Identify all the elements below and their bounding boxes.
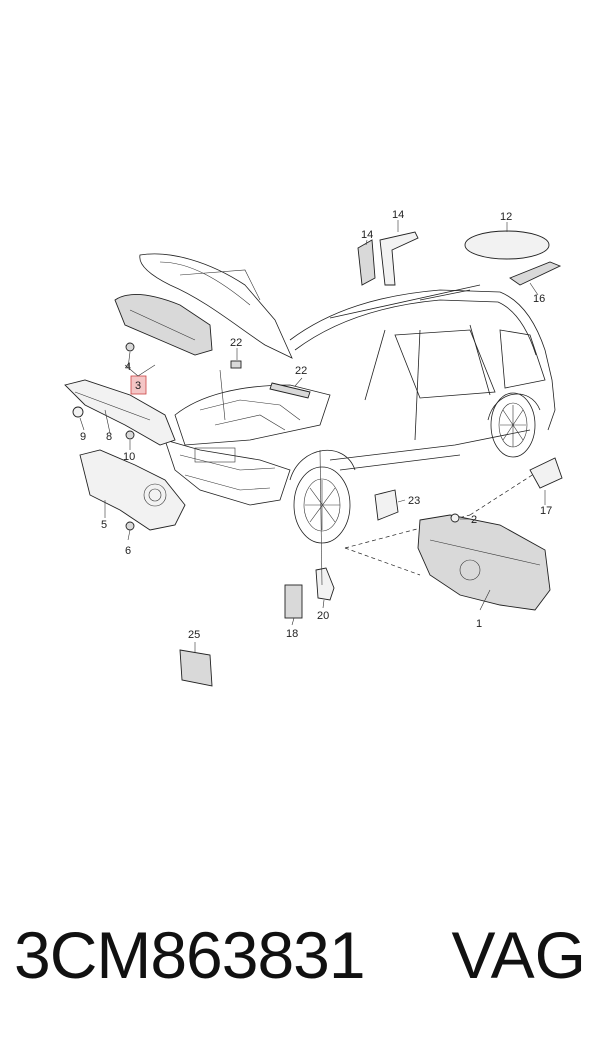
leader-lines <box>79 220 546 652</box>
caption-bar: 3CM863831 VAG <box>0 905 600 1005</box>
part-fuel-flap <box>529 457 563 489</box>
part-roof-pad <box>464 230 550 260</box>
callout-18: 18 <box>286 628 298 640</box>
callout-22a: 22 <box>230 337 242 349</box>
callout-4: 4 <box>125 361 131 373</box>
callout-6: 6 <box>125 545 131 557</box>
part-cowl-panel <box>64 379 176 446</box>
callout-23: 23 <box>408 495 420 507</box>
callout-20: 20 <box>317 610 329 622</box>
callout-9: 9 <box>80 431 86 443</box>
part-bracket-23 <box>374 489 399 521</box>
brand-name: VAG <box>451 918 586 992</box>
callout-14a: 14 <box>361 229 373 241</box>
callout-labels: 1 2 3 4 5 6 8 9 10 12 14 14 16 17 18 20 … <box>80 209 552 641</box>
callout-8: 8 <box>106 431 112 443</box>
part-sticker-22b <box>269 382 311 399</box>
part-pillar-pad-b <box>379 231 419 286</box>
part-pillar-pad-a <box>357 239 376 286</box>
callout-2: 2 <box>471 514 477 526</box>
callout-5: 5 <box>101 519 107 531</box>
parts-diagram: 1 2 3 4 5 6 8 9 10 12 14 14 16 17 18 20 … <box>64 209 563 687</box>
callout-10: 10 <box>123 451 135 463</box>
part-number: 3CM863831 <box>14 918 366 992</box>
callout-22b: 22 <box>295 365 307 377</box>
callout-16: 16 <box>533 293 545 305</box>
part-pad-18 <box>284 584 303 619</box>
part-sticker-22a <box>230 360 242 369</box>
part-hood-insulation <box>114 294 213 356</box>
callout-14b: 14 <box>392 209 404 221</box>
clips <box>72 342 460 531</box>
part-dash-panel <box>417 514 551 611</box>
vehicle-outline <box>139 253 556 576</box>
callout-17: 17 <box>540 505 552 517</box>
callout-25: 25 <box>188 629 200 641</box>
part-rear-strip <box>509 261 562 286</box>
callout-12: 12 <box>500 211 512 223</box>
callout-1: 1 <box>476 618 482 630</box>
part-pad-25 <box>179 649 213 687</box>
part-bracket-20 <box>315 567 335 601</box>
callout-3: 3 <box>135 380 141 392</box>
